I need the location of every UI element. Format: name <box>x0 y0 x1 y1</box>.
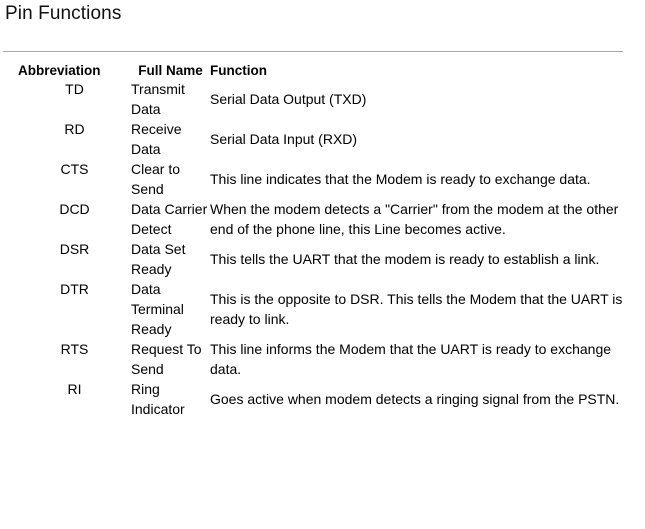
column-header-abbreviation: Abbreviation <box>18 63 101 78</box>
table-row: RI Ring Indicator Goes active when modem… <box>18 379 632 419</box>
table-row: RD Receive Data Serial Data Input (RXD) <box>18 119 632 159</box>
table-header-row: Abbreviation Full Name Function <box>18 62 632 79</box>
cell-abbreviation: DTR <box>60 281 89 297</box>
table-row: TD Transmit Data Serial Data Output (TXD… <box>18 79 632 119</box>
cell-full-name: Receive Data <box>131 121 182 157</box>
cell-abbreviation: TD <box>65 81 84 97</box>
cell-function: This line informs the Modem that the UAR… <box>210 341 612 377</box>
cell-function: This line indicates that the Modem is re… <box>210 171 591 187</box>
cell-function: Goes active when modem detects a ringing… <box>210 391 620 407</box>
cell-full-name: Data Set Ready <box>131 241 186 277</box>
table-row: RTS Request To Send This line informs th… <box>18 339 632 379</box>
cell-full-name: Request To Send <box>131 341 202 377</box>
cell-abbreviation: CTS <box>60 161 89 177</box>
table-row: CTS Clear to Send This line indicates th… <box>18 159 632 199</box>
cell-full-name: Ring Indicator <box>131 381 185 417</box>
cell-function: This tells the UART that the modem is re… <box>210 251 600 267</box>
cell-function: This is the opposite to DSR. This tells … <box>210 291 623 327</box>
cell-abbreviation: RD <box>64 121 85 137</box>
cell-abbreviation: RTS <box>60 341 89 357</box>
cell-function: Serial Data Input (RXD) <box>210 131 358 147</box>
cell-full-name: Data Terminal Ready <box>131 281 184 337</box>
table-row: DTR Data Terminal Ready This is the oppo… <box>18 279 632 339</box>
cell-abbreviation: DSR <box>59 241 90 257</box>
pin-functions-table-container: Abbreviation Full Name Function TD Trans… <box>18 62 632 419</box>
table-body: TD Transmit Data Serial Data Output (TXD… <box>18 79 632 419</box>
column-header-function: Function <box>210 63 267 78</box>
cell-function: When the modem detects a "Carrier" from … <box>210 201 619 237</box>
cell-full-name: Transmit Data <box>131 81 185 117</box>
title-divider <box>3 51 623 52</box>
column-header-full-name: Full Name <box>138 63 203 78</box>
cell-function: Serial Data Output (TXD) <box>210 91 367 107</box>
table-row: DCD Data Carrier Detect When the modem d… <box>18 199 632 239</box>
table-header: Abbreviation Full Name Function <box>18 62 632 79</box>
page-title: Pin Functions <box>5 3 122 24</box>
table-row: DSR Data Set Ready This tells the UART t… <box>18 239 632 279</box>
cell-full-name: Data Carrier Detect <box>131 201 208 237</box>
cell-abbreviation: RI <box>67 381 82 397</box>
pin-functions-table: Abbreviation Full Name Function TD Trans… <box>18 62 632 419</box>
cell-full-name: Clear to Send <box>131 161 181 197</box>
cell-abbreviation: DCD <box>59 201 90 217</box>
